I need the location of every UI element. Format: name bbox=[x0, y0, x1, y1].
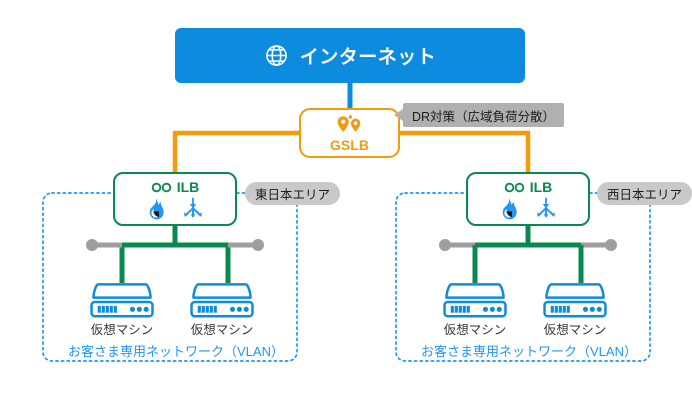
globe-icon bbox=[264, 43, 289, 68]
firewall-flame-icon bbox=[499, 198, 520, 220]
dr-callout-arrow-icon bbox=[394, 109, 403, 121]
ilb-node-west[interactable]: ILB bbox=[466, 172, 590, 226]
ilb-title-east: ILB bbox=[151, 179, 200, 196]
infinity-icon bbox=[151, 181, 172, 194]
vlan-caption-west: お客さま専用ネットワーク（VLAN） bbox=[421, 344, 637, 359]
server-icon bbox=[187, 281, 257, 321]
dr-callout-label: DR対策（広域負荷分散） bbox=[412, 109, 556, 124]
vm-label: 仮想マシン bbox=[543, 323, 607, 337]
vm-node[interactable]: 仮想マシン bbox=[533, 281, 617, 337]
vm-label: 仮想マシン bbox=[190, 323, 254, 337]
ilb-label-east: ILB bbox=[176, 179, 200, 195]
server-icon bbox=[87, 281, 157, 321]
map-pin-pair-icon bbox=[333, 114, 367, 137]
area-badge-east: 東日本エリア bbox=[245, 182, 341, 205]
load-distribute-arrow-icon bbox=[535, 197, 557, 220]
vm-label: 仮想マシン bbox=[90, 323, 154, 337]
link-bus-to-vm-east bbox=[119, 242, 231, 283]
vlan-caption-east: お客さま専用ネットワーク（VLAN） bbox=[68, 344, 284, 359]
ilb-feature-icons-west bbox=[499, 197, 557, 220]
vm-node[interactable]: 仮想マシン bbox=[433, 281, 517, 337]
bus-endpoint-west-right bbox=[605, 239, 617, 251]
ilb-node-east[interactable]: ILB bbox=[113, 172, 237, 226]
area-badge-label-west: 西日本エリア bbox=[607, 188, 683, 202]
bus-endpoint-west-left bbox=[439, 239, 451, 251]
vm-label: 仮想マシン bbox=[443, 323, 507, 337]
ilb-feature-icons-east bbox=[146, 197, 204, 220]
dr-callout: DR対策（広域負荷分散） bbox=[403, 103, 565, 127]
server-icon bbox=[440, 281, 510, 321]
gslb-label: GSLB bbox=[330, 136, 369, 153]
internet-label: インターネット bbox=[299, 47, 437, 68]
server-icon bbox=[540, 281, 610, 321]
firewall-flame-icon bbox=[146, 198, 167, 220]
internet-banner: インターネット bbox=[175, 28, 525, 83]
vm-node[interactable]: 仮想マシン bbox=[180, 281, 264, 337]
link-gslb-to-ilb-west bbox=[400, 130, 531, 172]
ilb-title-west: ILB bbox=[504, 179, 553, 196]
vm-node[interactable]: 仮想マシン bbox=[80, 281, 164, 337]
bus-endpoint-east-right bbox=[252, 239, 264, 251]
area-badge-west: 西日本エリア bbox=[597, 182, 692, 205]
area-badge-label-east: 東日本エリア bbox=[255, 188, 331, 202]
gslb-node[interactable]: GSLB bbox=[299, 108, 400, 158]
link-gslb-to-ilb-east bbox=[172, 130, 299, 172]
infinity-icon bbox=[504, 181, 525, 194]
bus-endpoint-east-left bbox=[86, 239, 98, 251]
ilb-label-west: ILB bbox=[529, 179, 553, 195]
load-distribute-arrow-icon bbox=[182, 197, 204, 220]
link-bus-to-vm-west bbox=[472, 242, 584, 283]
